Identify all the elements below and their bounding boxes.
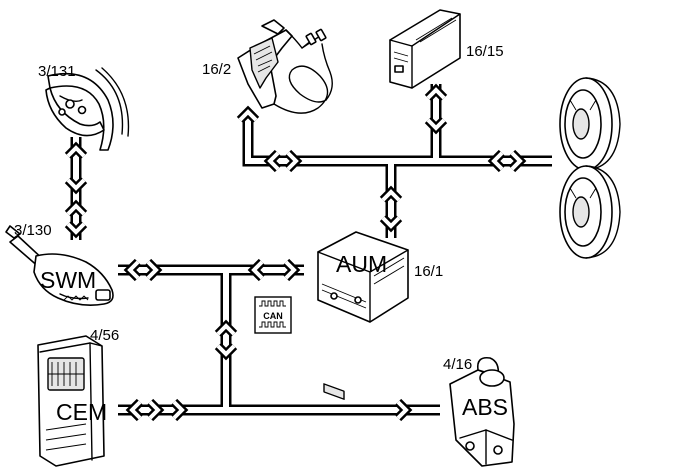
bus-arrow-fill-15 <box>251 260 264 280</box>
cem-ref: 4/56 <box>90 327 119 344</box>
bus-arrow-fill-4 <box>426 118 446 131</box>
bus-arrow-fill-11 <box>66 203 86 216</box>
bus-arrow-fill-2 <box>286 151 299 171</box>
bus-arrow-fill-7 <box>381 189 401 202</box>
bus-arrows <box>64 83 527 422</box>
bus-arrow-fill-13 <box>127 260 140 280</box>
bus-arrow-fill-14 <box>146 260 159 280</box>
cem-name: CEM <box>56 399 107 425</box>
bus-arrow-fill-6 <box>510 151 523 171</box>
swm-name: SWM <box>40 267 96 293</box>
bus-arrow-fill-1 <box>267 151 280 171</box>
bus-arrow-fill-19 <box>129 400 142 420</box>
aum-ref: 16/1 <box>414 263 443 280</box>
bus-arrow-fill-20 <box>148 400 161 420</box>
audio-module-icon <box>317 231 409 400</box>
abs-name: ABS <box>462 394 508 420</box>
labels: 3/131 3/130 SWM 4/56 CEM 16/2 16/15 AUM … <box>14 43 508 425</box>
bus-arrow-fill-3 <box>426 87 446 100</box>
can-bus-icon: CAN <box>254 296 292 334</box>
abs-ref: 4/16 <box>443 356 472 373</box>
steering-wheel-ref: 3/131 <box>38 63 76 80</box>
bus-arrow-fill-0 <box>238 109 258 122</box>
speaker-icon-bottom <box>559 165 621 259</box>
can-symbol-label: CAN <box>263 311 283 321</box>
central-electronic-module-icon <box>37 335 105 467</box>
bus-arrow-fill-9 <box>66 145 86 158</box>
bus-arrow-fill-17 <box>216 323 236 336</box>
bus-arrow-fill-8 <box>381 216 401 229</box>
cd-changer-icon <box>389 9 461 89</box>
stalk-switch-module-icon <box>5 225 114 306</box>
phone-handset-icon <box>237 19 333 114</box>
bus-arrow-fill-12 <box>66 222 86 235</box>
bus-arrow-fill-22 <box>396 400 409 420</box>
speaker-icon-top <box>559 77 621 171</box>
swm-ref: 3/130 <box>14 222 52 239</box>
bus-arrow-fill-18 <box>216 344 236 357</box>
bus-arrow-fill-10 <box>66 178 86 191</box>
phone-ref: 16/2 <box>202 61 231 78</box>
steering-wheel-icon <box>45 67 130 151</box>
bus-arrow-fill-16 <box>284 260 297 280</box>
bus-arrow-fill-5 <box>491 151 504 171</box>
changer-ref: 16/15 <box>466 43 504 60</box>
abs-module-icon <box>449 356 515 467</box>
aum-name: AUM <box>336 251 387 277</box>
bus-arrow-fill-21 <box>172 400 185 420</box>
